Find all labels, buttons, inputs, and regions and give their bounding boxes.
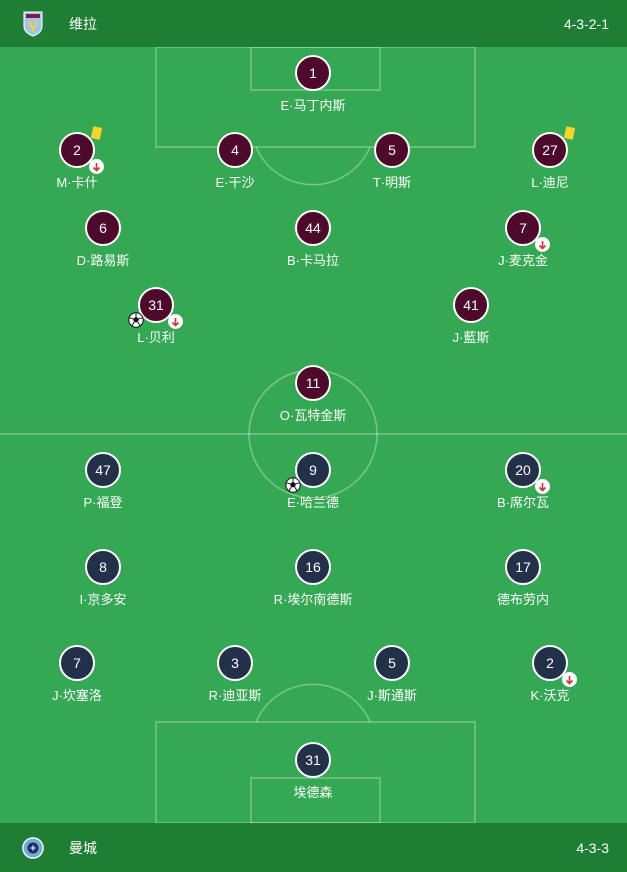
player-number: 7 xyxy=(59,645,95,681)
player-name: J·麦克金 xyxy=(498,253,548,268)
substitution-arrow-icon xyxy=(535,479,550,494)
player-number: 6 xyxy=(85,210,121,246)
player-number: 41 xyxy=(453,287,489,323)
player-number: 5 xyxy=(374,132,410,168)
player-number: 27 xyxy=(532,126,576,168)
pitch-lines xyxy=(0,47,627,823)
player-name: R·埃尔南德斯 xyxy=(273,592,353,607)
home-formation: 4-3-2-1 xyxy=(563,15,609,32)
player-number: 31 xyxy=(128,287,183,329)
player-name: 埃德森 xyxy=(293,785,333,800)
goal-ball-icon xyxy=(285,477,301,493)
player-name: D·路易斯 xyxy=(76,253,130,268)
player-name: 德布劳内 xyxy=(496,592,549,607)
home-team-name: 维拉 xyxy=(69,15,97,32)
home-team-header: 维拉 4-3-2-1 xyxy=(0,0,627,47)
player-number: 2 xyxy=(532,645,577,687)
player-name: I·京多安 xyxy=(79,592,127,607)
away-team-header: 曼城 4-3-3 xyxy=(0,823,627,872)
player-name: T·明斯 xyxy=(372,175,412,190)
away-formation: 4-3-3 xyxy=(576,839,609,856)
aston-villa-crest-icon xyxy=(22,11,44,37)
player-number: 8 xyxy=(85,549,121,585)
substitution-arrow-icon xyxy=(562,672,577,687)
player-number: 20 xyxy=(505,452,550,494)
player-name: E·马丁内斯 xyxy=(280,98,346,113)
player-name: L·迪尼 xyxy=(531,175,569,190)
player-name: K·沃克 xyxy=(530,688,570,703)
player-number: 44 xyxy=(295,210,331,246)
player-name: E·干沙 xyxy=(215,175,255,190)
player-name: P·福登 xyxy=(83,495,123,510)
player-number: 31 xyxy=(295,742,331,778)
player-name: J·坎塞洛 xyxy=(52,688,102,703)
player-name: L·贝利 xyxy=(137,330,175,345)
player-name: B·卡马拉 xyxy=(286,253,339,268)
yellow-card-icon xyxy=(563,126,576,140)
player-number: 2 xyxy=(59,126,104,174)
player-name: J·藍斯 xyxy=(452,330,490,345)
substitution-arrow-icon xyxy=(168,314,183,329)
manchester-city-crest-icon xyxy=(22,835,44,861)
yellow-card-icon xyxy=(90,126,103,140)
player-number: 47 xyxy=(85,452,121,488)
player-number: 17 xyxy=(505,549,541,585)
player-number: 11 xyxy=(295,365,331,401)
player-away-17[interactable]: 17 德布劳内 xyxy=(463,549,583,608)
player-number: 1 xyxy=(295,55,331,91)
player-number: 9 xyxy=(285,452,331,493)
player-number: 7 xyxy=(505,210,550,252)
player-number: 5 xyxy=(374,645,410,681)
player-away-31[interactable]: 31 埃德森 xyxy=(253,742,373,801)
player-name: B·席尔瓦 xyxy=(496,495,549,510)
player-name: R·迪亚斯 xyxy=(208,688,262,703)
goal-ball-icon xyxy=(128,312,144,328)
player-name: E·哈兰德 xyxy=(286,495,339,510)
player-number: 4 xyxy=(217,132,253,168)
player-number: 3 xyxy=(217,645,253,681)
player-name: J·斯通斯 xyxy=(367,688,417,703)
player-name: O·瓦特金斯 xyxy=(279,408,347,423)
player-name: M·卡什 xyxy=(56,175,98,190)
substitution-arrow-icon xyxy=(89,159,104,174)
substitution-arrow-icon xyxy=(535,237,550,252)
away-team-name: 曼城 xyxy=(69,839,97,856)
player-number: 16 xyxy=(295,549,331,585)
